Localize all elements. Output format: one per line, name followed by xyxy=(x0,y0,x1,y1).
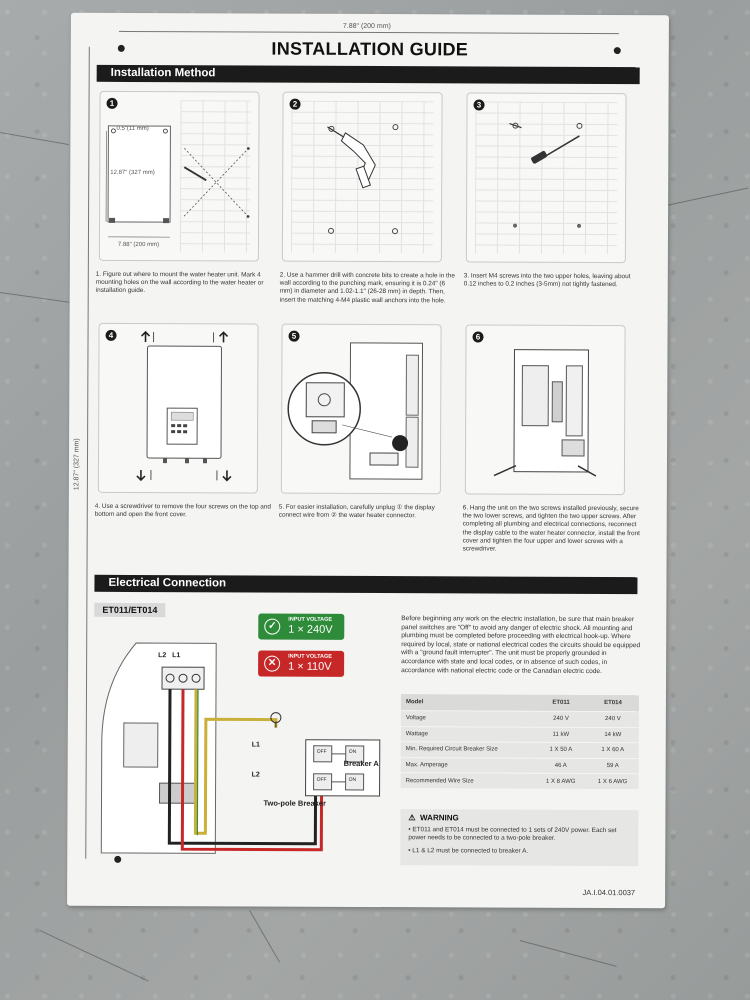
section-header-installation: Installation Method xyxy=(96,64,640,85)
table-cell: 59 A xyxy=(586,758,639,775)
electrical-safety-paragraph: Before beginning any work on the electri… xyxy=(401,615,641,675)
breaker-caption: Two-pole Breaker xyxy=(263,798,326,808)
table-cell: Voltage xyxy=(400,710,536,727)
template-width-label: 7.88" (200 mm) xyxy=(117,241,160,249)
table-cell: Max. Amperage xyxy=(400,757,535,774)
switch-on-label: ON xyxy=(348,748,357,755)
table-header-cell: ET011 xyxy=(535,694,588,712)
warning-box: ⚠ WARNING • ET011 and ET014 must be conn… xyxy=(400,809,639,867)
switch-on-label: ON xyxy=(348,776,357,783)
template-height-label: 12.87" (327 mm) xyxy=(110,169,155,177)
warning-item: • ET011 and ET014 must be connected to 1… xyxy=(408,826,617,843)
section-header-electrical: Electrical Connection xyxy=(94,574,638,595)
section-title: Installation Method xyxy=(110,66,216,80)
step-6-panel: 6 xyxy=(464,324,626,496)
display-cable-illustration xyxy=(287,342,424,480)
warning-title: ⚠ WARNING xyxy=(408,813,458,822)
table-cell: 11 kW xyxy=(534,726,587,743)
width-dimension-line xyxy=(118,30,619,35)
warning-item: • L1 & L2 must be connected to breaker A… xyxy=(408,847,529,855)
step-2-caption: 2. Use a hammer drill with concrete bits… xyxy=(279,271,455,304)
hammer-drill-illustration xyxy=(327,124,399,235)
table-cell: 46 A xyxy=(534,758,587,774)
step-1-caption: 1. Figure out where to mount the water h… xyxy=(95,270,264,295)
height-dimension-label: 12.87" (327 mm) xyxy=(73,438,81,491)
wiring-diagram xyxy=(100,642,381,854)
table-cell: Min. Required Circuit Breaker Size xyxy=(400,741,535,759)
installation-guide-sheet: 7.88" (200 mm) 12.87" (327 mm) INSTALLAT… xyxy=(67,12,669,909)
mounting-template-illustration xyxy=(105,125,250,238)
table-cell: Recommended Wire Size xyxy=(400,773,535,790)
table-cell: 1 X 50 A xyxy=(534,742,587,759)
table-header-cell: ET014 xyxy=(586,694,639,712)
height-dimension-line xyxy=(85,46,90,859)
switch-off-label: OFF xyxy=(316,748,327,755)
breaker-name: Breaker A xyxy=(343,758,379,769)
terminal-label-l1: L1 xyxy=(172,652,181,660)
switch-off-label: OFF xyxy=(316,776,327,783)
warning-title-text: WARNING xyxy=(420,813,459,823)
top-offset-label: 0.5"(11 mm) xyxy=(116,125,149,133)
step-5-panel: 5 xyxy=(280,323,442,495)
width-dimension-label: 7.88" (200 mm) xyxy=(342,22,391,31)
voltage-label: INPUT VOLTAGE xyxy=(288,616,333,623)
step-4-panel: 4 xyxy=(97,322,259,494)
step-3-caption: 3. Insert M4 screws into the two upper h… xyxy=(463,272,631,289)
step-6-caption: 6. Hang the unit on the two screws insta… xyxy=(462,504,640,553)
table-cell: 1 X 6 AWG xyxy=(586,773,639,790)
breaker-label-l2: L2 xyxy=(251,771,260,779)
warning-icon: ⚠ xyxy=(408,813,416,823)
table-cell: Wattage xyxy=(400,726,536,743)
breaker-label-l1: L1 xyxy=(251,741,260,749)
step-4-caption: 4. Use a screwdriver to remove the four … xyxy=(94,502,271,519)
table-cell: 1 X 60 A xyxy=(586,742,639,759)
step-2-panel: 2 xyxy=(281,91,443,263)
step-1-panel: 1 0.5"(11 mm) 12.87" (327 mm) 7.88" (200… xyxy=(98,90,260,262)
section-title: Electrical Connection xyxy=(108,576,227,590)
table-cell: 14 kW xyxy=(586,727,639,743)
document-code: JA.I.04.01.0037 xyxy=(582,887,636,898)
table-cell: 1 X 8 AWG xyxy=(534,773,587,790)
screwdriver-illustration xyxy=(509,122,583,228)
step-3-panel: 3 xyxy=(465,92,627,264)
table-header-cell: Model xyxy=(400,694,536,712)
terminal-label-l2: L2 xyxy=(158,652,167,660)
model-tag: ET011/ET014 xyxy=(94,602,166,618)
page-title: INSTALLATION GUIDE xyxy=(271,38,469,60)
table-cell: 240 V xyxy=(586,711,639,728)
table-cell: 240 V xyxy=(535,711,587,728)
hang-unit-illustration xyxy=(493,349,597,477)
step-5-caption: 5. For easier installation, carefully un… xyxy=(278,503,435,520)
unit-cover-illustration xyxy=(136,330,232,482)
